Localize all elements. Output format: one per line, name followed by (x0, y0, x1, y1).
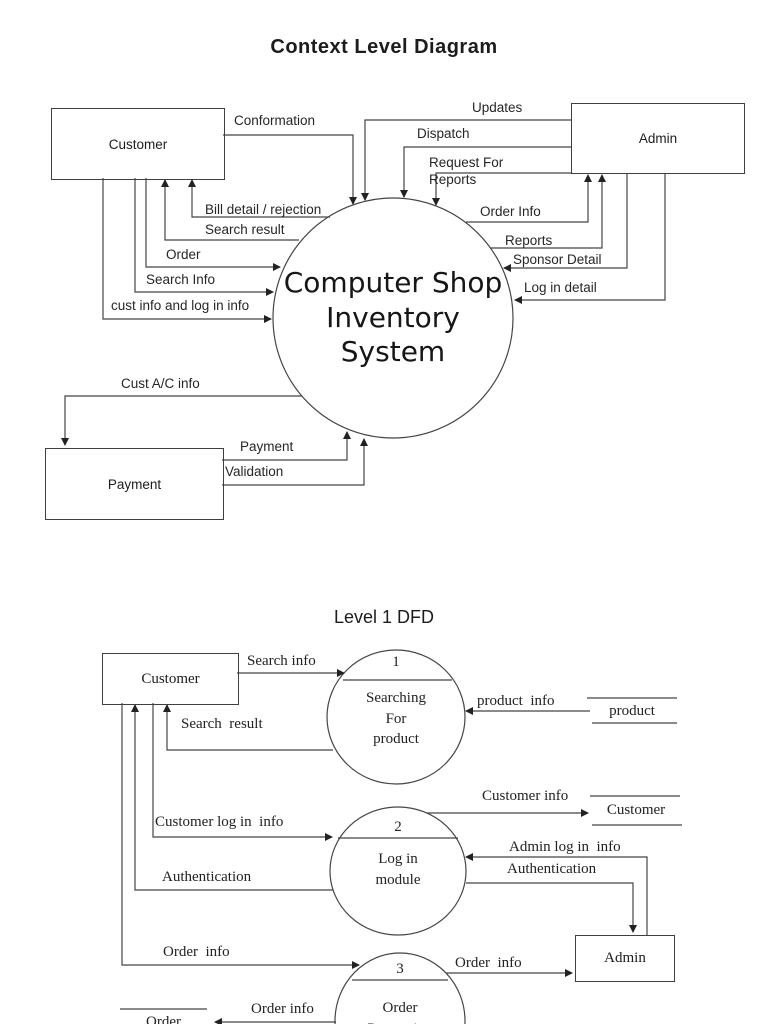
flow-updates-line (361, 119, 571, 201)
flow-order-line (145, 178, 281, 271)
flow-l1-search-result-label: Search result (181, 716, 263, 732)
l1-process2-circle (329, 806, 467, 936)
context-customer-entity: Customer (51, 108, 225, 180)
customer-data-store-label: Customer (606, 802, 666, 818)
l1-process3-label: Order Processing (340, 998, 460, 1024)
flow-request-for-reports-line (432, 172, 571, 206)
flow-order-label: Order (166, 247, 201, 262)
l1-admin-entity: Admin (575, 935, 675, 982)
flow-reports-line (490, 174, 606, 249)
flow-cust-info-label: cust info and log in info (111, 298, 250, 313)
l1-process1-line3: product (373, 731, 419, 747)
flow-payment-line (222, 431, 351, 461)
flow-cust-ac-info-label: Cust A/C info (121, 376, 200, 391)
context-process-line2: Inventory (326, 300, 460, 334)
l1-process2-number: 2 (394, 819, 402, 835)
flow-bill-detail-line (188, 179, 330, 218)
flow-l1-authentication-right-label: Authentication (507, 861, 597, 877)
flow-l1-product-info-label: product info (477, 693, 555, 709)
l1-process1-line2: For (385, 710, 407, 727)
l1-process1-line1: Searching (366, 690, 426, 706)
flow-request-for-reports-label: Request For Reports (429, 155, 508, 187)
flow-l1-customer-info-label: Customer info (482, 788, 569, 804)
context-diagram-title: Context Level Diagram (270, 36, 498, 58)
flow-conformation-line (223, 134, 357, 205)
l1-process2-label: Log in module (338, 849, 458, 891)
flow-l1-customer-log-in-label: Customer log in info (155, 814, 284, 830)
flow-l1-authentication-left-line (131, 704, 333, 891)
flow-l1-customer-log-in-line (152, 703, 333, 841)
flow-l1-authentication-left-label: Authentication (162, 869, 252, 885)
flow-validation-label: Validation (225, 464, 284, 479)
product-data-store-label: product (609, 703, 655, 719)
flow-l1-search-info-label: Search info (247, 653, 316, 669)
l1-process1-label: Searching For product (336, 688, 456, 750)
flow-conformation-label: Conformation (234, 113, 316, 128)
flow-search-result-ctx-label: Search result (205, 222, 285, 237)
flow-updates-label: Updates (472, 100, 523, 115)
l1-process2-line2: module (375, 872, 421, 888)
flow-l1-order-info-right-label: Order info (455, 955, 522, 971)
flow-l1-admin-log-in-label: Admin log in info (509, 839, 621, 855)
l1-process3-line2: Processing (340, 1019, 460, 1024)
flow-cust-ac-info-line (61, 395, 302, 446)
flow-sponsor-detail-line (503, 174, 628, 272)
flow-log-in-detail-label: Log in detail (524, 280, 597, 295)
l1-process1-circle (326, 649, 466, 785)
flow-search-info-ctx-line (134, 178, 274, 296)
flow-l1-search-result-line (163, 704, 333, 751)
flow-sponsor-detail-label: Sponsor Detail (513, 252, 602, 267)
flow-l1-order-info-left-line (121, 703, 360, 969)
flow-payment-label: Payment (240, 439, 294, 454)
flow-order-info-ctx-label: Order Info (480, 204, 541, 219)
flow-dispatch-label: Dispatch (417, 126, 470, 141)
flow-search-result-ctx-line (161, 179, 299, 241)
order-data-store-label: Order (146, 1014, 181, 1024)
context-process-line3: System (340, 335, 446, 368)
flow-l1-order-info-bottom-label: Order info (251, 1001, 314, 1017)
l1-process3-number: 3 (396, 961, 404, 977)
flow-l1-order-info-left-label: Order info (163, 944, 230, 960)
context-payment-entity: Payment (45, 448, 224, 520)
context-process-label: Computer Shop Inventory System (273, 266, 513, 370)
flow-dispatch-line (400, 146, 571, 198)
l1-process3-circle (334, 952, 466, 1024)
l1-process1-number: 1 (392, 654, 400, 670)
context-process-line1: Computer Shop (283, 266, 503, 299)
flow-search-info-ctx-label: Search Info (146, 272, 216, 287)
flow-validation-line (222, 438, 368, 486)
flow-l1-authentication-right-line (466, 882, 637, 933)
context-process-circle (272, 197, 514, 439)
context-admin-entity: Admin (571, 103, 745, 174)
l1-process3-line1: Order (382, 1000, 418, 1016)
flow-l1-admin-log-in-line (465, 853, 648, 935)
flow-bill-detail-label: Bill detail / rejection (205, 202, 322, 217)
flow-reports-label: Reports (505, 233, 553, 248)
flow-cust-info-line (102, 178, 272, 323)
l1-customer-entity: Customer (102, 653, 239, 705)
l1-process2-line1: Log in (378, 851, 418, 867)
flow-order-info-ctx-line (466, 174, 592, 223)
level1-dfd-title: Level 1 DFD (333, 607, 435, 627)
flow-log-in-detail-line (514, 174, 666, 304)
